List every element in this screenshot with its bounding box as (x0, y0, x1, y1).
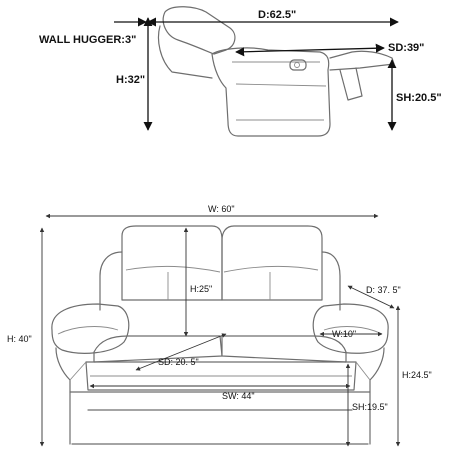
arm-height-label: H:24.5" (402, 370, 432, 380)
front-seat-depth-line (135, 333, 227, 371)
front-view-dimensions: W: 60" H: 40" H:25" D: 37. 5" W:10" SD: … (7, 204, 432, 447)
front-seat-height-label: SH:19.5" (352, 402, 388, 412)
seat-depth-label: SD:39" (388, 42, 424, 54)
overall-height-label: H: 40" (7, 334, 32, 344)
depth-line (347, 285, 395, 309)
seat-height-label: SH:20.5" (396, 92, 442, 104)
side-view-sofa-outline (157, 6, 395, 137)
back-height-label: H:25" (190, 284, 212, 294)
depth-reclined-label: D:62.5" (258, 9, 296, 21)
seat-depth-line (235, 43, 385, 57)
arm-width-label: W:10" (332, 329, 356, 339)
width-label: W: 60" (208, 204, 235, 214)
seat-width-label: SW: 44" (222, 391, 255, 401)
wall-hugger-label: WALL HUGGER:3" (39, 34, 136, 46)
side-view-dimensions: D:62.5" WALL HUGGER:3" H:32" SD:39" SH:2… (39, 9, 442, 131)
depth-label: D: 37. 5" (366, 285, 401, 295)
front-view-sofa-outline (51, 225, 389, 445)
front-seat-depth-label: SD: 20. 5" (158, 357, 199, 367)
height-label: H:32" (116, 74, 145, 86)
